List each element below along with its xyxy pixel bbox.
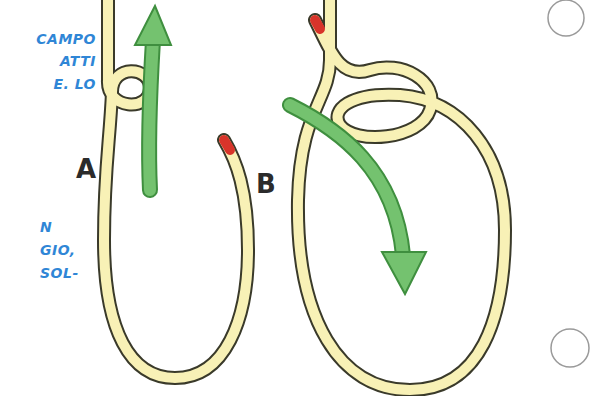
caption-fragment: CAMPO — [36, 32, 96, 47]
caption-fragment: GIO, — [40, 243, 76, 258]
page-circle — [548, 0, 584, 36]
caption-fragment: ATTI — [60, 54, 96, 69]
rope-b — [298, 0, 505, 390]
arrow-a — [135, 6, 171, 190]
figure-letter: B — [256, 170, 276, 199]
caption-fragment: SOL- — [40, 266, 79, 281]
arrow-b — [290, 105, 426, 294]
page-circle — [551, 329, 589, 367]
rope-a — [104, 0, 248, 378]
caption-fragment: E. LO — [53, 77, 96, 92]
figure-letter: A — [76, 155, 96, 184]
caption-fragment: N — [40, 220, 52, 235]
